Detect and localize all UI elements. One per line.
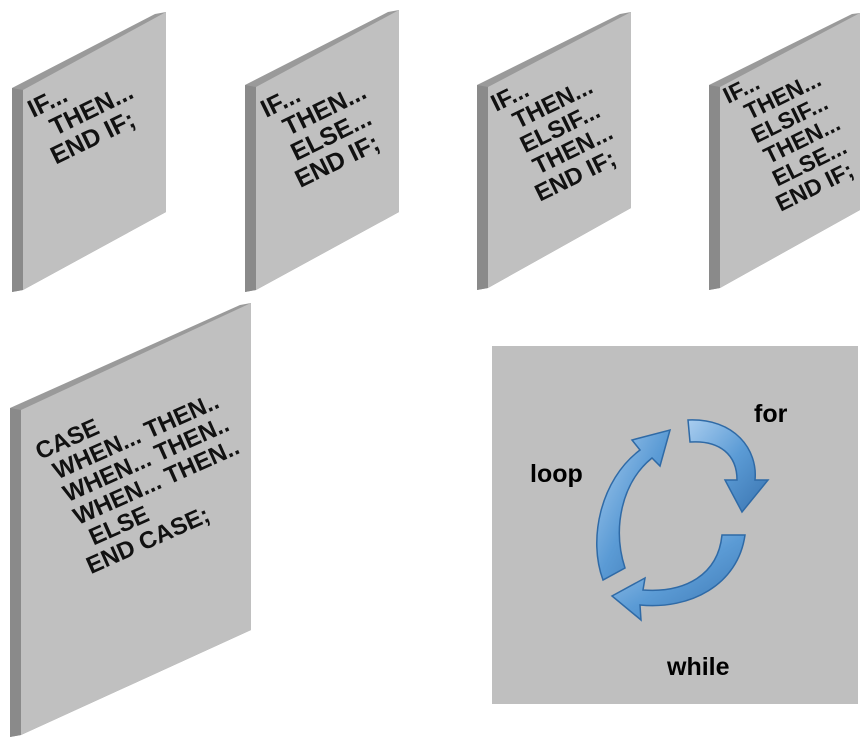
loop-panel-background <box>492 346 858 704</box>
loop-label: loop <box>530 460 583 488</box>
for-label: for <box>754 400 788 428</box>
loop-panel: for loop while <box>492 346 858 704</box>
if-then-else-panel: IF... THEN... ELSE... END IF; <box>245 10 399 292</box>
case-panel: CASE WHEN... THEN.. WHEN... THEN.. WHEN.… <box>10 303 251 737</box>
if-then-elsif-else-panel: IF... THEN... ELSIF... THEN... ELSE... E… <box>709 13 860 290</box>
while-label: while <box>666 653 730 681</box>
if-then-elsif-panel: IF... THEN... ELSIF... THEN... END IF; <box>477 12 631 290</box>
cycle-arrows-icon <box>596 419 770 622</box>
if-then-panel: IF... THEN... END IF; <box>12 12 166 292</box>
